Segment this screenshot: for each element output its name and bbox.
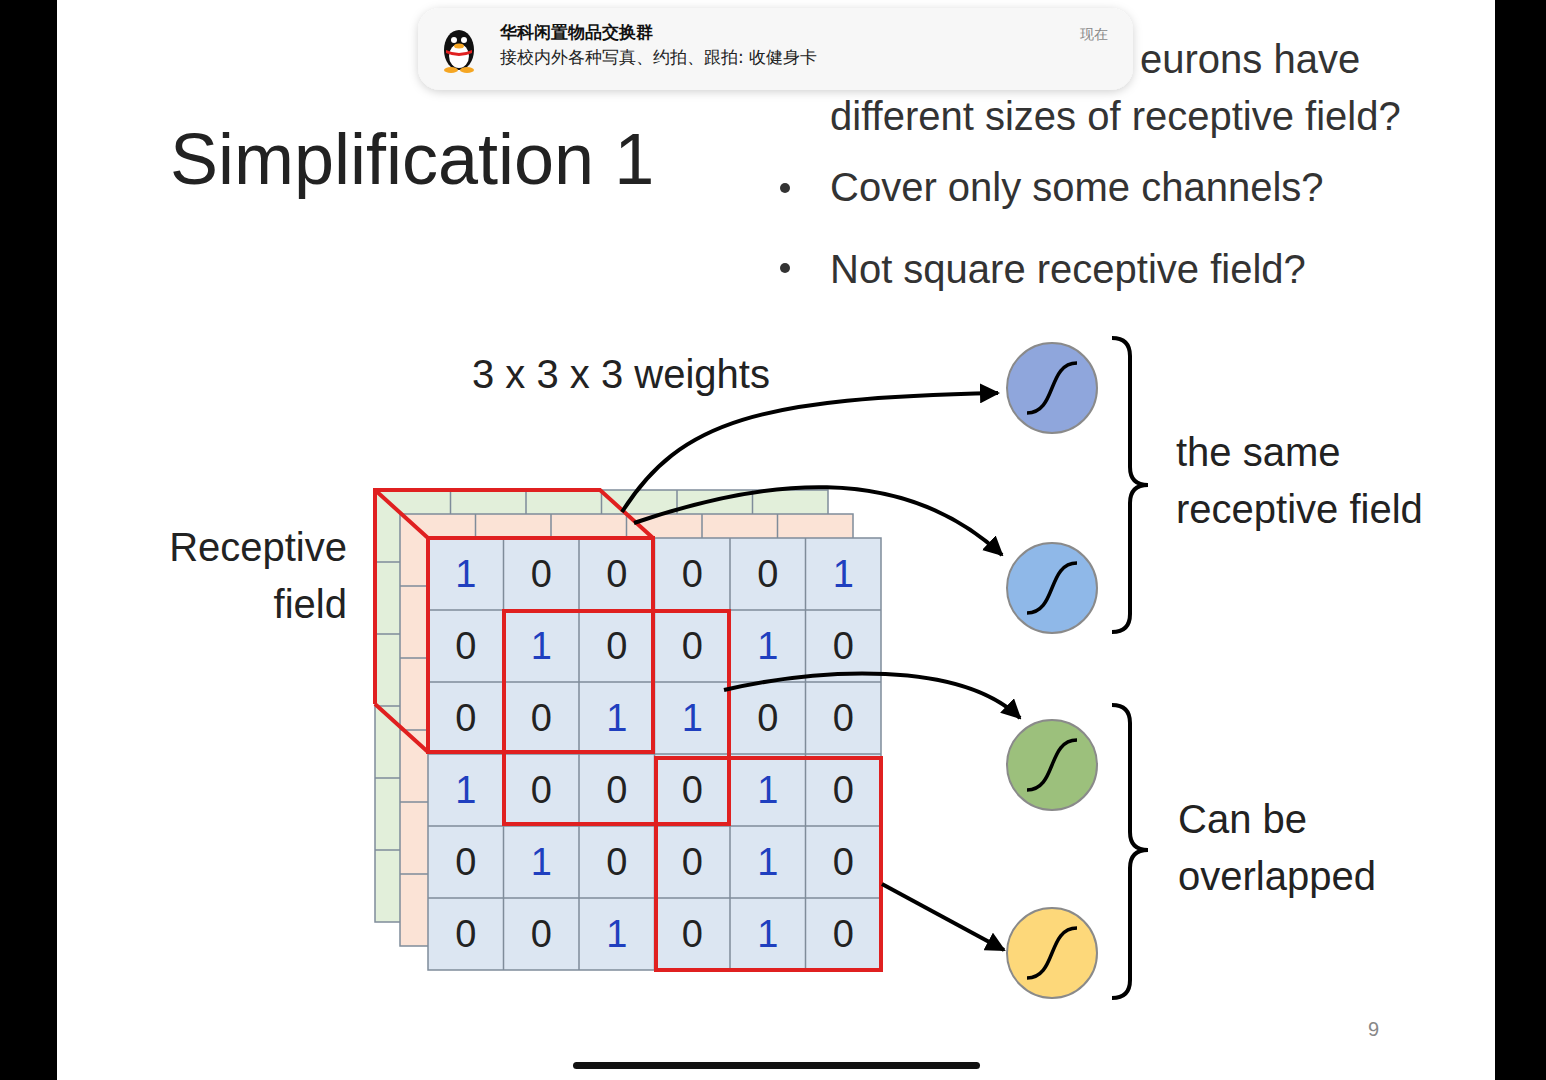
matrix-cell: 1 bbox=[504, 610, 580, 682]
matrix-cell: 0 bbox=[579, 538, 655, 610]
matrix-cell: 0 bbox=[730, 538, 806, 610]
neuron-circle bbox=[1007, 908, 1097, 998]
penguin-foot bbox=[444, 67, 458, 73]
matrix-cell: 1 bbox=[730, 826, 806, 898]
weights-label: 3 x 3 x 3 weights bbox=[472, 346, 770, 403]
matrix-cell: 0 bbox=[655, 826, 731, 898]
slide-background bbox=[57, 0, 1495, 1080]
matrix-cell: 1 bbox=[655, 682, 731, 754]
arrows bbox=[622, 393, 1020, 950]
layer-grid bbox=[428, 538, 881, 970]
arrow bbox=[622, 393, 998, 512]
matrix-cell: 0 bbox=[428, 898, 504, 970]
penguin-scarf bbox=[446, 50, 472, 56]
home-indicator bbox=[573, 1062, 980, 1069]
matrix-cell: 0 bbox=[428, 610, 504, 682]
matrix-cell: 0 bbox=[655, 898, 731, 970]
matrix-cell: 0 bbox=[730, 682, 806, 754]
sigmoid-symbol bbox=[1027, 363, 1077, 413]
penguin-foot bbox=[460, 67, 474, 73]
matrix-cell: 0 bbox=[806, 610, 882, 682]
cube-depth-edges bbox=[375, 490, 428, 752]
page-number: 9 bbox=[1368, 1016, 1379, 1042]
matrix-cell: 1 bbox=[579, 898, 655, 970]
layer-plane bbox=[428, 538, 881, 970]
matrix-cell: 0 bbox=[504, 682, 580, 754]
bullet-text: Cover only some channels? bbox=[830, 159, 1324, 216]
bullet-text: different sizes of receptive field? bbox=[830, 88, 1401, 145]
matrix-cell: 0 bbox=[579, 610, 655, 682]
bracket-label: Can be overlapped bbox=[1178, 791, 1418, 905]
matrix-cell: 0 bbox=[655, 538, 731, 610]
sigmoid-symbol bbox=[1027, 740, 1077, 790]
matrix-cell: 1 bbox=[806, 538, 882, 610]
matrix-cell: 1 bbox=[428, 754, 504, 826]
slide-title: Simplification 1 bbox=[170, 118, 654, 201]
sigmoid-symbol bbox=[1027, 928, 1077, 978]
neuron-circle bbox=[1007, 543, 1097, 633]
bullet-dot bbox=[780, 183, 790, 193]
matrix-cell: 0 bbox=[428, 826, 504, 898]
neuron-circle bbox=[1007, 343, 1097, 433]
matrix-cell: 1 bbox=[730, 610, 806, 682]
bullet-dot bbox=[780, 263, 790, 273]
matrix-cell: 0 bbox=[504, 898, 580, 970]
bullet-text: Not square receptive field? bbox=[830, 241, 1306, 298]
arrow bbox=[634, 487, 1002, 555]
matrix-cell: 0 bbox=[579, 754, 655, 826]
neuron-circle bbox=[1007, 720, 1097, 810]
qq-icon bbox=[444, 30, 474, 73]
matrix-cell: 1 bbox=[428, 538, 504, 610]
matrix-cell: 0 bbox=[655, 754, 731, 826]
curly-brace bbox=[1112, 338, 1148, 632]
cube-back-edges bbox=[375, 490, 653, 704]
curly-brace bbox=[1112, 705, 1148, 998]
matrix-cell: 0 bbox=[428, 682, 504, 754]
penguin-body bbox=[444, 30, 474, 70]
channel-layer-front bbox=[428, 538, 881, 970]
matrix-cell: 0 bbox=[655, 610, 731, 682]
neurons bbox=[1007, 343, 1097, 998]
notification-title: 华科闲置物品交换群 bbox=[500, 20, 653, 44]
bullet-text: eurons have bbox=[1140, 31, 1360, 88]
notification-time: 现在 bbox=[1080, 24, 1108, 44]
notification-body: 接校内外各种写真、约拍、跟拍: 收健身卡 bbox=[500, 45, 817, 69]
matrix-cell: 0 bbox=[504, 754, 580, 826]
matrix-cell: 0 bbox=[579, 826, 655, 898]
matrix-cell: 0 bbox=[806, 754, 882, 826]
receptive-field-label: Receptive field bbox=[147, 519, 347, 633]
matrix-cell: 1 bbox=[504, 826, 580, 898]
matrix-cell: 0 bbox=[806, 682, 882, 754]
matrix-cell: 0 bbox=[806, 826, 882, 898]
notification-banner bbox=[418, 8, 1133, 90]
matrix-cell: 0 bbox=[806, 898, 882, 970]
matrix-cell: 1 bbox=[579, 682, 655, 754]
penguin-eye bbox=[461, 37, 467, 43]
matrix-cell: 1 bbox=[730, 754, 806, 826]
matrix-cell: 0 bbox=[504, 538, 580, 610]
penguin-eye bbox=[451, 37, 457, 43]
matrix-cell: 1 bbox=[730, 898, 806, 970]
arrow bbox=[882, 884, 1004, 950]
penguin-beak bbox=[454, 44, 464, 49]
sigmoid-symbol bbox=[1027, 563, 1077, 613]
bracket-label: the same receptive field bbox=[1176, 424, 1476, 538]
